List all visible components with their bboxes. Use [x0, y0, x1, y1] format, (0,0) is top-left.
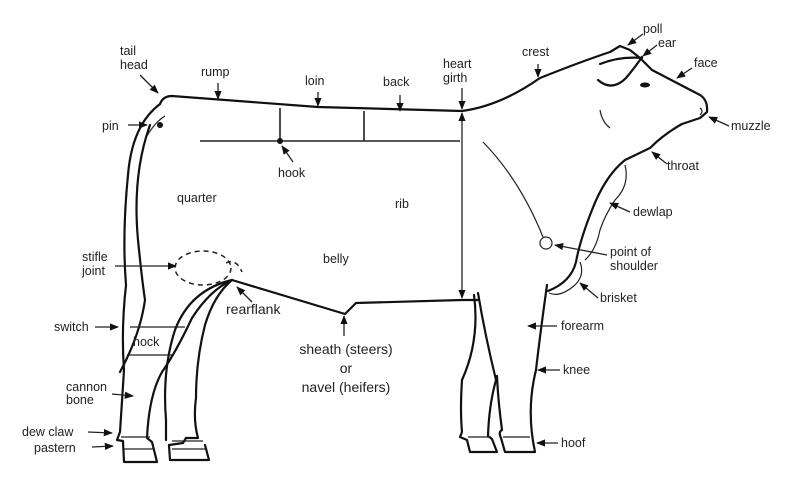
label-hoof: hoof — [561, 436, 586, 450]
label-forearm: forearm — [561, 319, 604, 333]
label-face: face — [694, 56, 718, 70]
hook-point — [277, 138, 283, 144]
label-pastern: pastern — [34, 441, 76, 455]
label-hook: hook — [278, 166, 306, 180]
label-quarter: quarter — [177, 191, 217, 205]
label-stifle-joint: stifle — [82, 250, 108, 264]
label-knee: knee — [563, 363, 590, 377]
label-muzzle: muzzle — [731, 119, 771, 133]
label-point-of-shoulder: shoulder — [610, 259, 658, 273]
label-heart-girth: heart — [443, 57, 472, 71]
label-point-of-shoulder: point of — [610, 245, 652, 259]
label-sheath-or: or — [340, 360, 353, 376]
pin-point — [157, 122, 163, 128]
label-crest: crest — [522, 45, 550, 59]
stifle-joint-ellipse — [174, 250, 232, 286]
label-dewlap: dewlap — [633, 205, 673, 219]
label-throat: throat — [667, 159, 699, 173]
label-cannon-bone: bone — [66, 393, 94, 407]
label-loin: loin — [305, 74, 325, 88]
label-hock: hock — [133, 335, 160, 349]
label-dew-claw: dew claw — [22, 425, 74, 439]
label-cannon-bone: cannon — [66, 380, 107, 394]
pointer-arrows — [87, 33, 730, 451]
label-pin: pin — [102, 119, 119, 133]
label-tail-head: tail — [120, 44, 136, 58]
label-rib: rib — [395, 197, 409, 211]
label-back: back — [383, 75, 410, 89]
part-labels: tail head rump loin back heart girth cre… — [22, 22, 771, 455]
internal-lines — [146, 108, 627, 299]
label-rump: rump — [201, 65, 230, 79]
cow-outline — [115, 44, 709, 464]
label-tail-head: head — [120, 58, 148, 72]
point-of-shoulder-circle — [539, 236, 553, 250]
label-switch: switch — [54, 320, 89, 334]
label-belly: belly — [323, 252, 349, 266]
label-sheath: sheath (steers) — [299, 341, 392, 357]
label-stifle-joint: joint — [81, 264, 105, 278]
label-heart-girth: girth — [443, 71, 467, 85]
label-ear: ear — [658, 36, 676, 50]
label-poll: poll — [643, 22, 662, 36]
label-brisket: brisket — [600, 291, 637, 305]
label-rearflank: rearflank — [226, 301, 281, 317]
label-navel: navel (heifers) — [302, 379, 391, 395]
